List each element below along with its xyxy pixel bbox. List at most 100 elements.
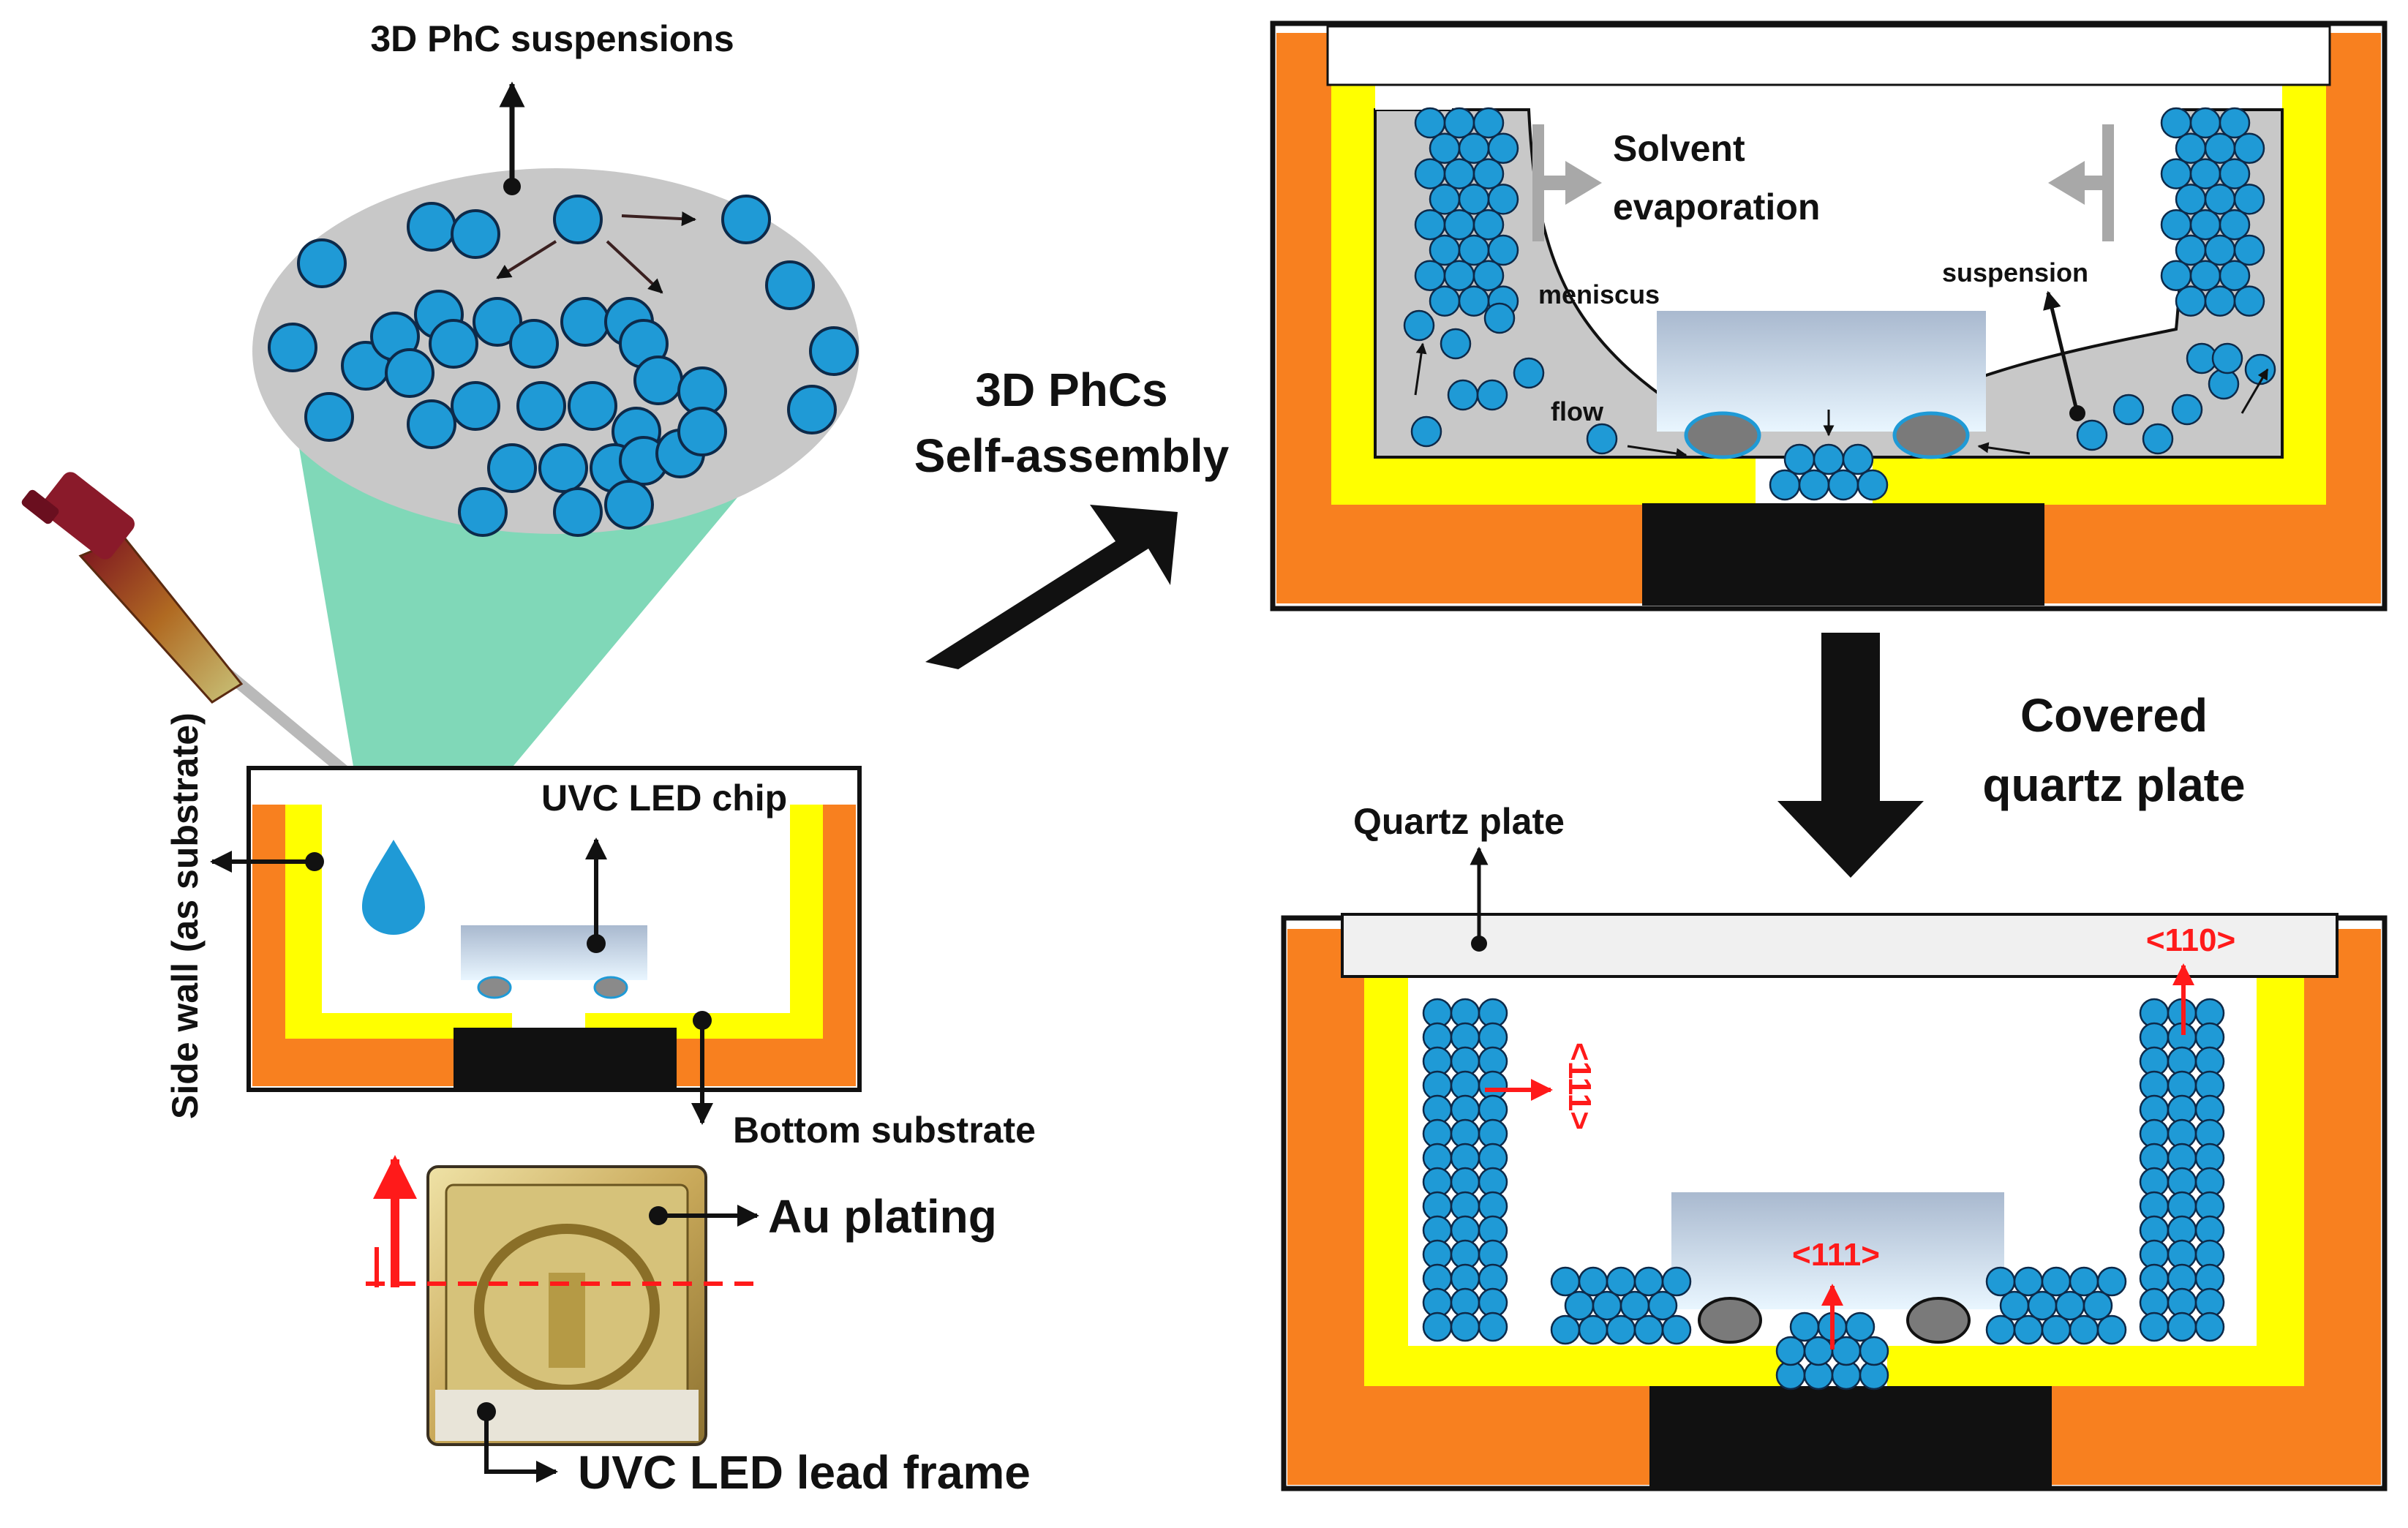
sphere — [568, 381, 617, 431]
covered-spheres — [1422, 998, 2225, 1390]
sphere — [1513, 357, 1545, 389]
sphere — [1859, 1336, 1889, 1366]
covered-panel: Quartz plate <110> <111> <111> — [1281, 801, 2388, 1491]
sphere — [2096, 1266, 2127, 1297]
lead-frame-label: UVC LED lead frame — [578, 1446, 1031, 1499]
sphere — [1443, 107, 1475, 139]
sphere — [1450, 1311, 1480, 1342]
sphere — [1831, 1336, 1862, 1366]
sphere — [677, 407, 727, 456]
sphere — [553, 487, 603, 537]
sphere — [1606, 1314, 1636, 1345]
sphere — [1803, 1336, 1834, 1366]
sphere — [1414, 158, 1446, 189]
sphere — [1578, 1266, 1609, 1297]
sphere — [809, 326, 859, 376]
sphere — [1647, 1290, 1678, 1321]
sphere — [1414, 260, 1446, 292]
sphere — [1775, 1336, 1806, 1366]
sphere — [1443, 260, 1475, 292]
sphere — [385, 348, 434, 398]
down-arrow-icon — [1777, 633, 1924, 878]
sphere — [1827, 469, 1859, 501]
sphere — [2175, 132, 2207, 165]
sphere — [1429, 234, 1461, 266]
sphere — [516, 381, 566, 431]
sphere — [1606, 1266, 1636, 1297]
sphere — [1789, 1311, 1820, 1342]
sphere — [538, 443, 588, 493]
flow-label: flow — [1551, 396, 1604, 426]
motion-arrows — [496, 211, 696, 294]
sphere — [1414, 107, 1446, 139]
meniscus-label: meniscus — [1538, 279, 1660, 309]
sphere — [458, 487, 508, 537]
flow-arrows — [1414, 342, 2269, 459]
sphere — [1472, 158, 1505, 189]
sphere — [2219, 158, 2251, 189]
sphere — [1410, 415, 1442, 448]
sphere — [1813, 443, 1845, 475]
sphere — [1842, 443, 1874, 475]
sphere — [2112, 394, 2145, 426]
sphere — [1458, 184, 1490, 215]
sphere — [1985, 1266, 2016, 1297]
left-cross-section: UVC LED chip Side wall (as substrate) Bo… — [165, 712, 1036, 1151]
sphere — [1783, 443, 1816, 475]
self-assembly-step: 3D PhCs Self-assembly — [914, 364, 1230, 669]
sphere — [1661, 1314, 1692, 1345]
sphere — [1440, 328, 1472, 360]
sphere — [1472, 107, 1505, 139]
sphere — [1798, 469, 1830, 501]
sphere — [1422, 1311, 1453, 1342]
sphere — [2160, 158, 2192, 189]
sphere — [2204, 132, 2236, 165]
sphere — [487, 443, 537, 493]
sphere — [2171, 394, 2203, 426]
sphere — [1487, 184, 1519, 215]
sphere — [1633, 1266, 1664, 1297]
sphere — [721, 195, 771, 244]
sphere — [633, 355, 683, 405]
sphere — [2204, 234, 2236, 266]
sphere — [1845, 1311, 1875, 1342]
sphere — [1487, 234, 1519, 266]
evaporation-spheres — [1403, 107, 2276, 501]
sphere — [1661, 1266, 1692, 1297]
sphere — [509, 319, 559, 369]
sphere — [2076, 419, 2108, 451]
sphere — [2208, 368, 2240, 400]
sphere — [553, 195, 603, 244]
sphere — [1447, 379, 1479, 411]
sphere — [429, 319, 478, 369]
sphere — [2189, 260, 2221, 292]
sphere — [2096, 1314, 2127, 1345]
sphere — [1619, 1290, 1650, 1321]
sphere — [2175, 184, 2207, 215]
sphere — [2204, 285, 2236, 317]
sphere — [1472, 208, 1505, 241]
sphere — [2041, 1314, 2072, 1345]
sphere — [407, 202, 456, 252]
sphere — [2219, 208, 2251, 241]
sphere — [765, 260, 815, 310]
sphere — [1586, 423, 1618, 455]
sphere — [2233, 234, 2265, 266]
suspension-spheres — [268, 195, 859, 537]
sphere — [473, 297, 522, 347]
sphere — [2175, 285, 2207, 317]
self-assembly-label-line1: 3D PhCs — [975, 364, 1167, 416]
sphere — [1564, 1290, 1595, 1321]
sphere — [1483, 302, 1516, 334]
sphere — [2219, 260, 2251, 292]
sphere — [451, 209, 500, 259]
sphere — [2189, 158, 2221, 189]
dir-110-label: <110> — [2146, 922, 2235, 958]
sphere — [2160, 208, 2192, 241]
sphere — [1478, 1311, 1508, 1342]
sphere — [2160, 107, 2192, 139]
dir-111-side-label: <111> — [1562, 1042, 1598, 1130]
sphere — [1429, 184, 1461, 215]
suspensions-label: 3D PhC suspensions — [370, 18, 734, 59]
